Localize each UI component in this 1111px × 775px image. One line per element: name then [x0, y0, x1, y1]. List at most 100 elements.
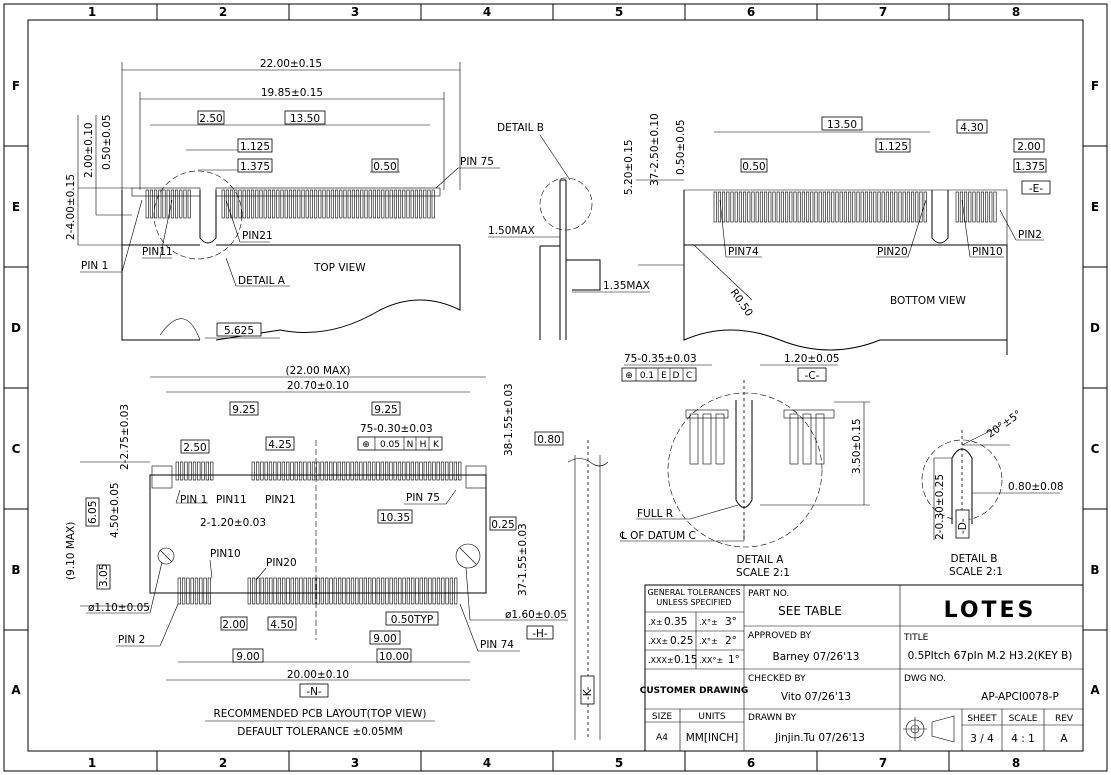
pin-outline: [839, 191, 843, 223]
grid-col-1: 1: [88, 5, 96, 19]
pin-outline: [730, 191, 734, 223]
pcb-pad: [389, 461, 393, 481]
detail-a-datum-c: -C-: [805, 370, 820, 382]
top-dim-5-625: 5.625: [224, 325, 254, 337]
pin-outline: [149, 189, 153, 219]
grid-col-1-bottom: 1: [88, 756, 96, 770]
grid-row-labels: F E D C B A F E D C B A: [11, 79, 1100, 697]
pin-outline: [427, 189, 431, 219]
pin-outline: [848, 191, 852, 223]
pin-outline: [873, 191, 877, 223]
pcb-pad: [299, 577, 303, 605]
grid-row-c-right: C: [1091, 442, 1100, 456]
grid-col-8: 8: [1012, 5, 1020, 19]
pin-outline: [759, 191, 763, 223]
tol-row-2-a: .XX±: [648, 637, 668, 646]
bottom-view-pins-right: [955, 191, 997, 223]
pcb-dim-2-00: 2.00: [222, 619, 245, 631]
pcb-pad: [256, 577, 260, 605]
pcb-pad: [402, 577, 406, 605]
pcb-pad: [175, 461, 179, 481]
title-label: TITLE: [903, 633, 929, 643]
pin-outline: [906, 191, 910, 223]
pcb-dim-2-50: 2.50: [183, 442, 206, 454]
bottom-dim-13-50: 13.50: [827, 119, 857, 131]
detail-a-fcf-symbol: ⊕: [625, 371, 633, 381]
pin-outline: [230, 189, 234, 219]
tol-row-3-b: 0.15: [674, 654, 697, 666]
pcb-pad: [415, 577, 419, 605]
pin-outline: [318, 189, 322, 219]
pcb-pad: [260, 577, 264, 605]
pin-outline: [738, 191, 742, 223]
pcb-pad: [182, 577, 186, 605]
pin-outline: [255, 189, 259, 219]
detail-a: 75-0.35±0.03 ⊕ 0.1 E D C 1.20±0.05 -C- 3…: [619, 353, 870, 579]
pcb-pad: [207, 577, 212, 605]
detail-a-pin: [789, 413, 799, 465]
detail-a-pin: [802, 413, 812, 465]
pcb-pad: [316, 577, 320, 605]
pcb-caption: RECOMMENDED PCB LAYOUT(TOP VIEW): [214, 708, 427, 720]
pcb-pad: [367, 461, 372, 481]
pcb-position-tolerance: ⊕ 0.05 N H K: [357, 436, 443, 451]
pcb-datum-k: -K-: [582, 686, 594, 700]
detail-b-side-1-50max: 1.50MAX: [488, 225, 535, 237]
tol-row-2-c: .X°±: [699, 637, 718, 646]
grid-row-b-right: B: [1090, 563, 1099, 577]
pcb-pad: [337, 461, 341, 481]
pcb-dim-9-10-max: (9.10 MAX): [65, 522, 77, 580]
top-dim-13-50: 13.50: [290, 113, 320, 125]
tol-row-3-d: 1°: [728, 654, 740, 666]
pcb-dim-4-50: 4.50: [270, 619, 293, 631]
rev-label: REV: [1055, 714, 1074, 724]
pin-outline: [263, 189, 267, 219]
pcb-pad: [194, 577, 199, 605]
pcb-fcf-datum-k: K: [433, 440, 440, 450]
pcb-dim-2-1-20: 2-1.20±0.03: [200, 517, 266, 529]
pcb-pads-top: [175, 461, 462, 481]
pcb-pad: [432, 461, 436, 481]
pin-outline: [364, 189, 368, 219]
pin-outline: [806, 191, 810, 223]
pcb-pad: [368, 577, 372, 605]
pcb-layout: (22.00 MAX) 20.70±0.10 9.25 9.25 75-0.30…: [65, 365, 609, 740]
title-value: 0.5PItch 67pIn M.2 H3.2(KEY B): [908, 650, 1073, 662]
pin-outline: [372, 189, 376, 219]
pcb-pad: [286, 577, 290, 605]
bottom-dim-37-pitch: 37-2.50±0.10: [649, 113, 661, 186]
bottom-dim-r0-50: R0.50: [728, 287, 755, 319]
pin-outline: [776, 191, 780, 223]
top-dim-height: 2-4.00±0.15: [65, 174, 77, 240]
detail-a-fcf-datum-c: C: [686, 371, 692, 381]
pin-outline: [293, 189, 297, 219]
top-dim-0-50: 0.50: [373, 161, 396, 173]
pcb-pad: [201, 461, 205, 481]
pin-outline: [187, 189, 191, 219]
detail-b-dim-angle: 20°±5°: [985, 408, 1024, 440]
pin-outline: [764, 191, 768, 223]
pin-outline: [234, 189, 238, 219]
pcb-pad: [252, 577, 256, 605]
pin-outline: [818, 191, 822, 223]
grid-col-5-bottom: 5: [615, 756, 623, 770]
pcb-pad: [329, 577, 333, 605]
pin-outline: [864, 191, 868, 223]
grid-col-8-bottom: 8: [1012, 756, 1020, 770]
pin-outline: [179, 189, 183, 219]
bottom-dim-2-00: 2.00: [1017, 141, 1040, 153]
pin-outline: [915, 191, 919, 223]
tol-row-1-b: 0.35: [664, 616, 687, 628]
detail-a-datum-c-label: ℄ OF DATUM C: [619, 530, 696, 542]
pcb-pad: [203, 577, 207, 605]
pin-outline: [923, 191, 927, 223]
pcb-pin-20-label: PIN20: [266, 557, 297, 569]
pcb-pad: [441, 577, 445, 605]
detail-b-dim-0-80: 0.80±0.08: [1008, 481, 1064, 493]
pcb-pad: [264, 461, 268, 481]
pcb-dim-9-25-left: 9.25: [232, 404, 255, 416]
pin-outline: [145, 189, 149, 219]
part-no-label: PART NO.: [748, 589, 789, 599]
pcb-pad: [255, 461, 260, 481]
pin-outline: [414, 189, 418, 219]
